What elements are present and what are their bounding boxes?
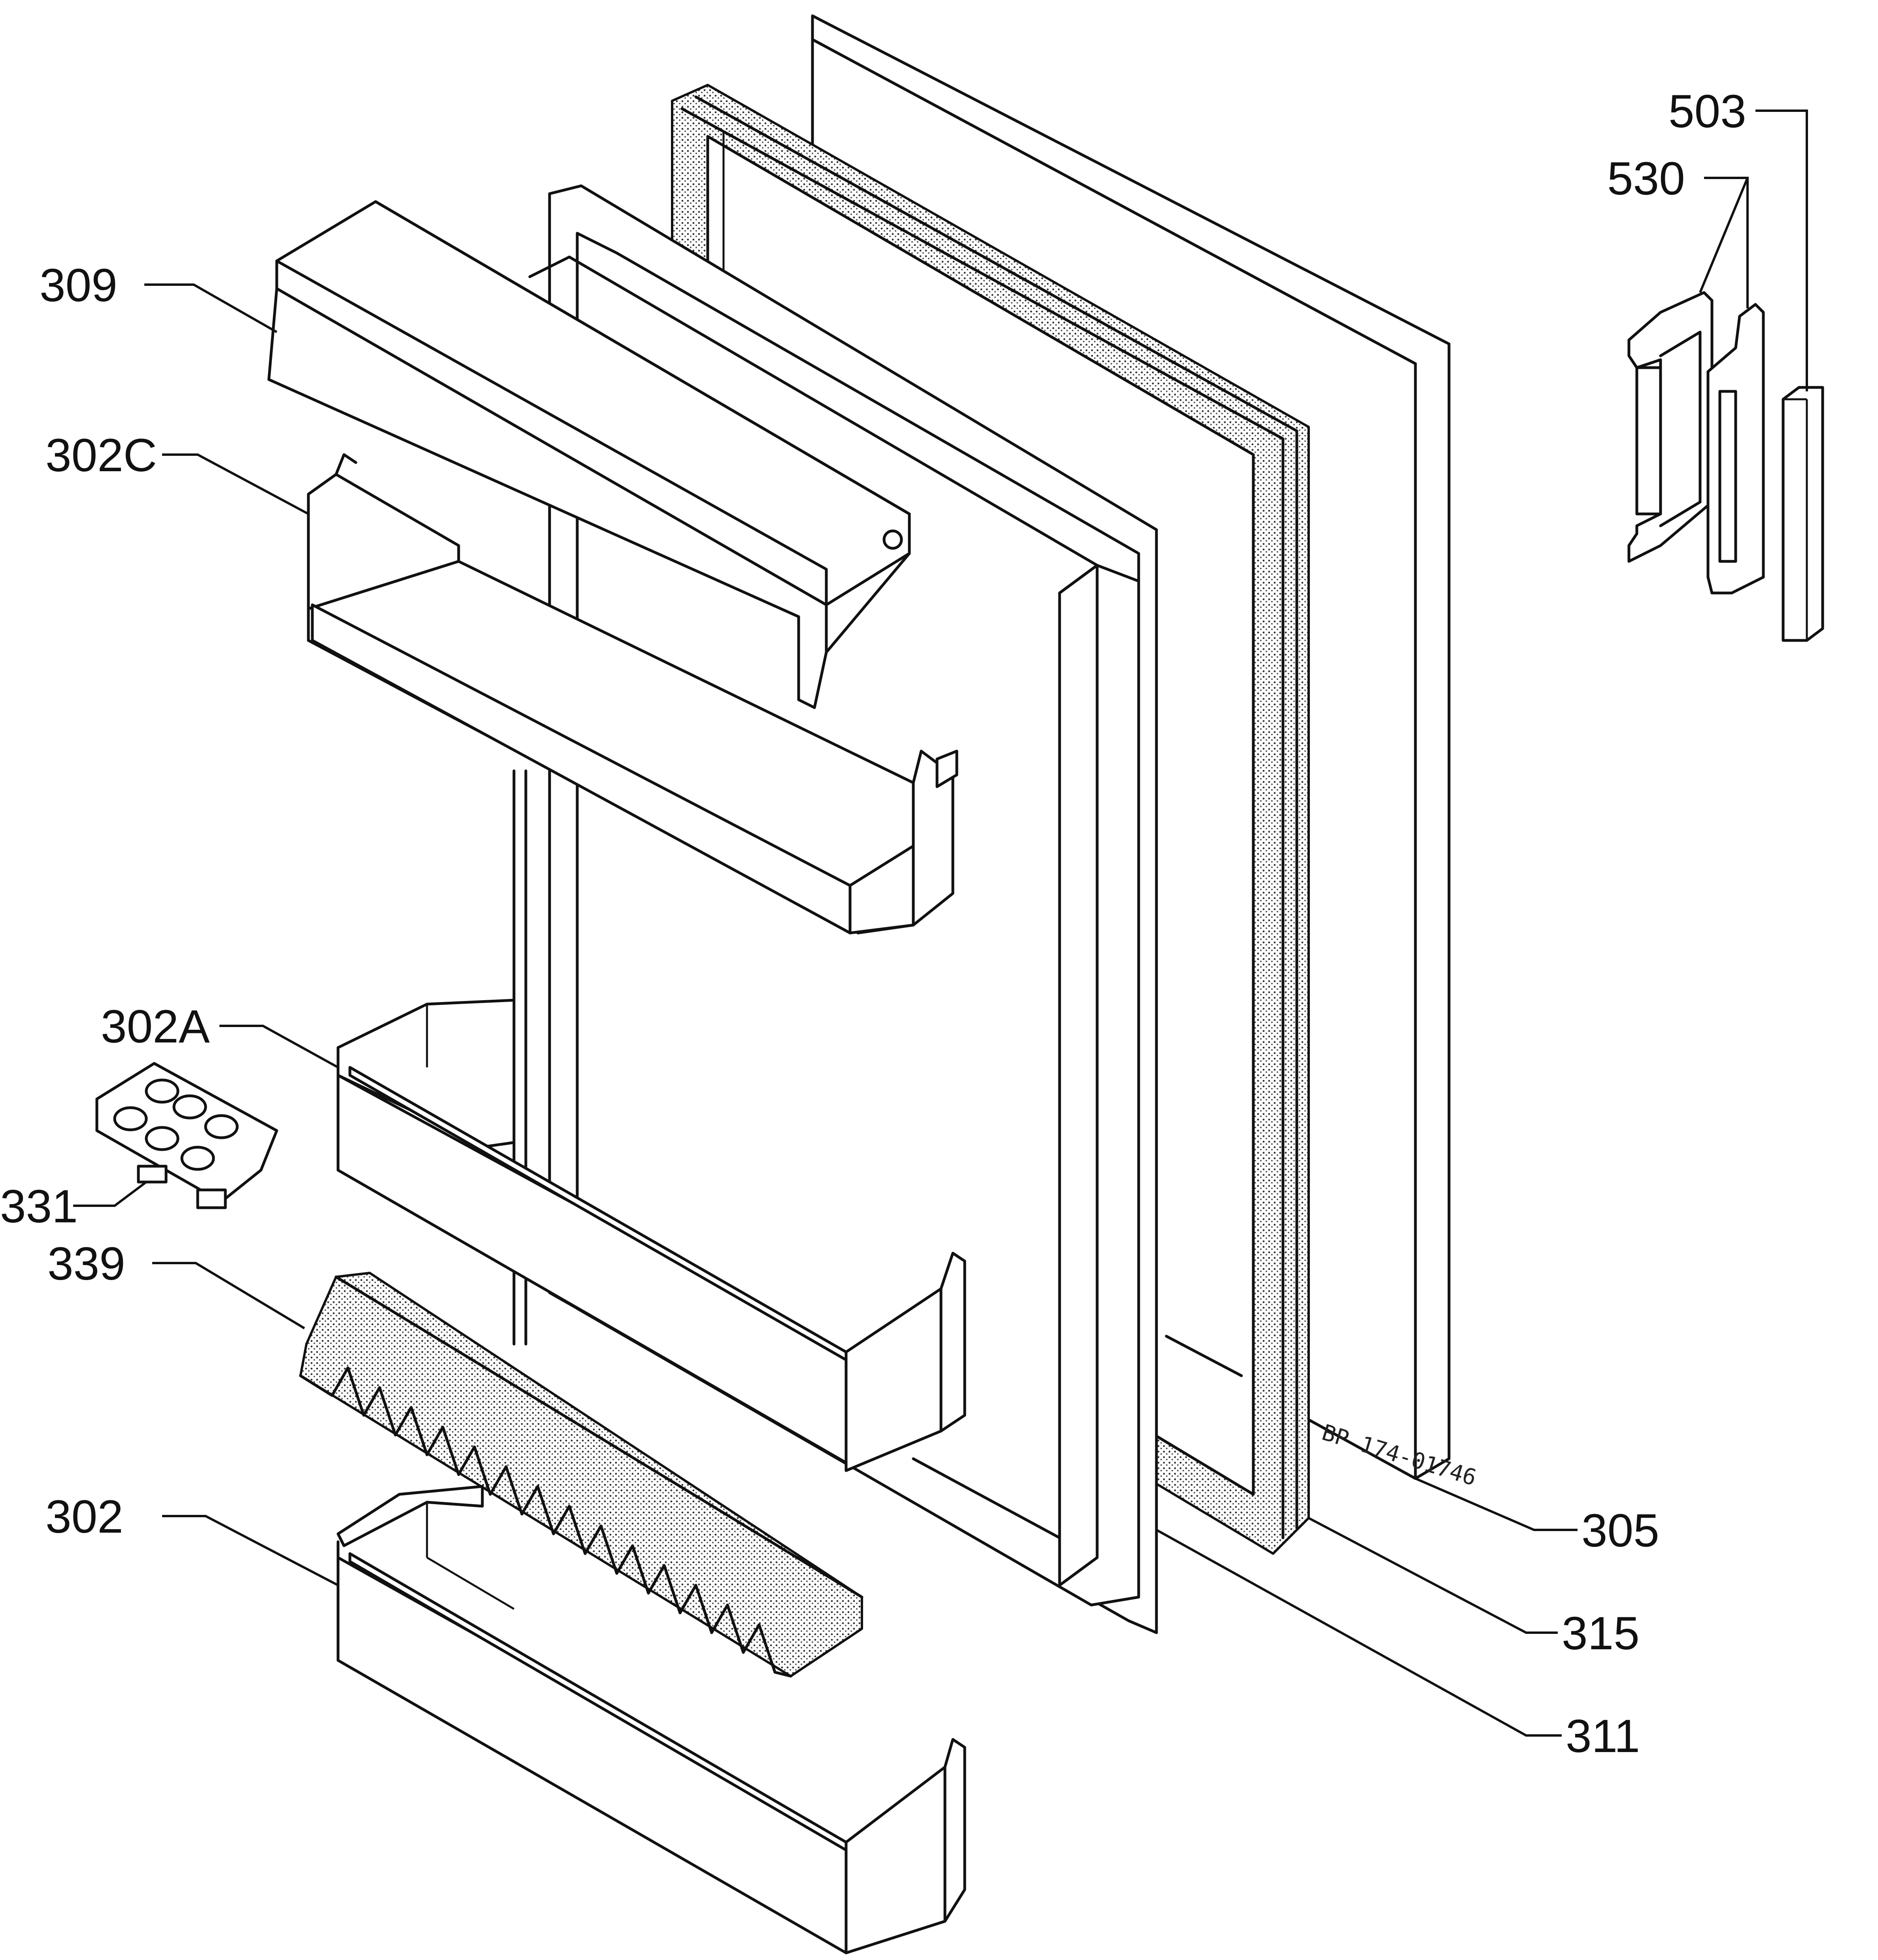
label-530: 530 [1607, 153, 1685, 205]
bottom-shelf-302 [336, 1485, 966, 1954]
label-311: 311 [1566, 1710, 1640, 1762]
upper-shelf-302c [307, 453, 958, 935]
label-315: 315 [1562, 1607, 1640, 1660]
hinge-530 [1627, 291, 1765, 595]
bottle-rack-339 [299, 1272, 863, 1678]
label-339: 339 [47, 1238, 125, 1290]
hinge-cover-503 [1782, 386, 1824, 642]
top-cover-309 [267, 200, 911, 709]
label-503: 503 [1668, 85, 1746, 138]
leader-lines [73, 110, 1808, 1737]
middle-shelf-302a [336, 999, 966, 1472]
label-302: 302 [45, 1491, 123, 1543]
label-302c: 302C [45, 429, 157, 482]
label-302a: 302A [101, 1001, 210, 1053]
label-305: 305 [1581, 1505, 1659, 1557]
egg-tray-331 [95, 1062, 278, 1209]
label-309: 309 [40, 259, 117, 312]
label-331: 331 [0, 1180, 78, 1233]
